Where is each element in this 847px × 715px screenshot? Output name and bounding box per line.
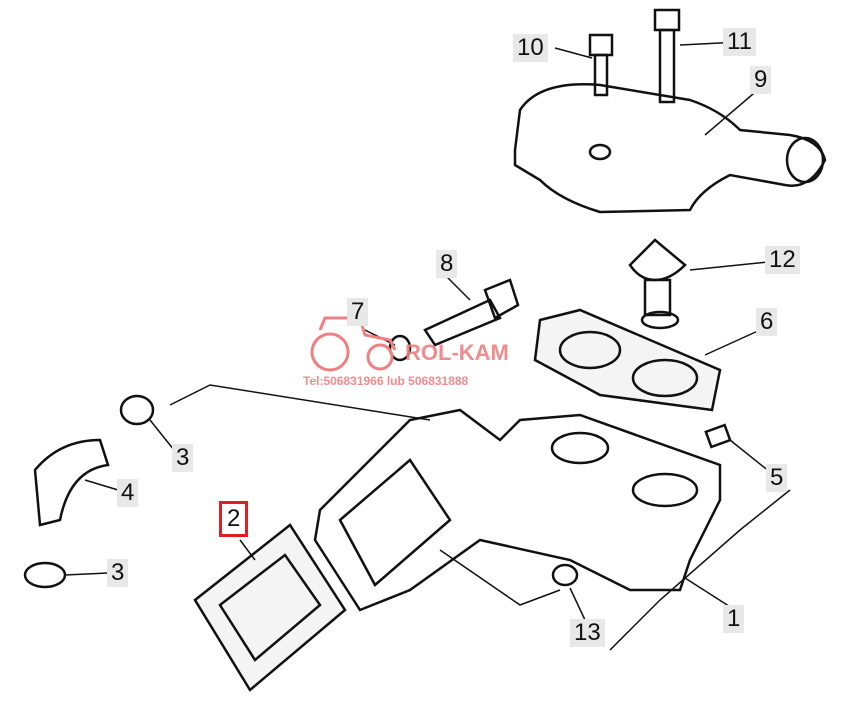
hose xyxy=(33,438,110,527)
callout-5: 5 xyxy=(766,464,788,492)
callout-9: 9 xyxy=(750,66,772,94)
callout-3-upper: 3 xyxy=(172,444,194,472)
clamp-lower xyxy=(23,561,67,589)
bolt-10 xyxy=(588,33,614,97)
clamp-upper xyxy=(119,394,155,426)
watermark-phone: Tel:506831966 lub 506831888 xyxy=(303,374,469,388)
callout-6: 6 xyxy=(756,308,778,336)
callout-8: 8 xyxy=(436,250,458,278)
bolt-11 xyxy=(653,8,681,104)
callout-11: 11 xyxy=(723,28,756,56)
callout-7: 7 xyxy=(347,298,369,326)
thermostat xyxy=(628,238,687,330)
thermostat-housing xyxy=(313,408,722,612)
spigot xyxy=(551,563,579,587)
callout-13: 13 xyxy=(570,619,605,647)
callout-2-highlighted: 2 xyxy=(218,501,249,537)
plug xyxy=(704,423,732,449)
bolt-8 xyxy=(423,278,520,347)
callout-4: 4 xyxy=(117,479,139,507)
callout-1: 1 xyxy=(723,605,745,633)
thermostat-cover xyxy=(513,83,827,214)
callout-3-lower: 3 xyxy=(107,559,129,587)
callout-10: 10 xyxy=(513,34,548,62)
callout-12: 12 xyxy=(765,246,800,274)
watermark-brand: ROL-KAM xyxy=(405,340,509,365)
gasket-6 xyxy=(533,308,722,412)
gasket-2 xyxy=(193,523,347,692)
watermark-tractor-logo xyxy=(310,316,397,372)
